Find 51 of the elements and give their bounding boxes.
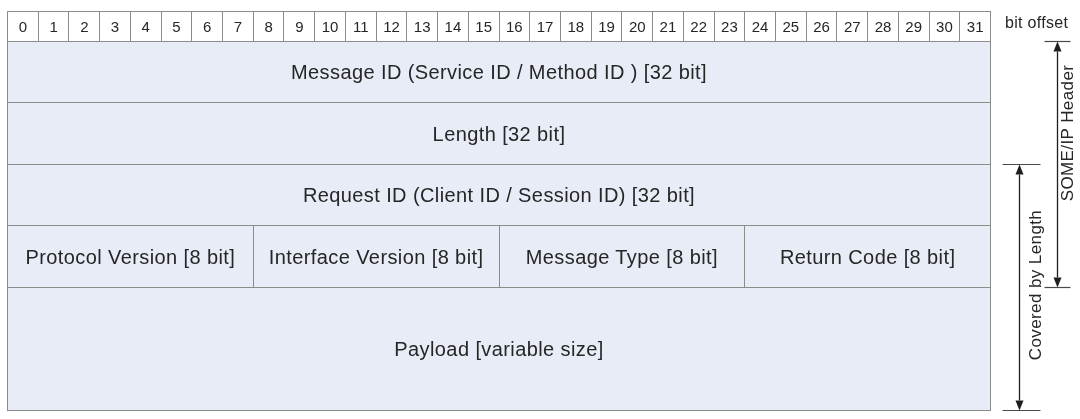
bit-number: 10 [315, 12, 345, 41]
field-name: Interface Version [8 bit] [268, 244, 484, 269]
field-name: Message Type [8 bit] [525, 244, 718, 269]
dimension-label: SOME/IP Header [1058, 64, 1076, 202]
bit-number: 5 [161, 12, 192, 41]
field-name: Payload [variable size] [394, 337, 604, 361]
bit-number: 13 [407, 12, 438, 41]
bit-number: 17 [530, 12, 560, 41]
bit-number: 25 [775, 12, 806, 41]
bit-number: 21 [653, 12, 683, 41]
bit-number: 24 [745, 12, 775, 41]
bit-number: 15 [468, 12, 499, 41]
bit-number: 26 [806, 12, 837, 41]
bit-number: 14 [438, 12, 468, 41]
dimension-label: Covered by Length [1026, 209, 1044, 361]
bit-number: 31 [960, 12, 990, 41]
field-name: Message ID (Service ID / Method ID ) [32 bit] [291, 60, 707, 84]
bit-number: 28 [868, 12, 898, 41]
header-field [499, 226, 745, 287]
bit-number: 27 [837, 12, 868, 41]
field-name: Request ID (Client ID / Session ID) [32 bit] [302, 183, 696, 207]
bit-number: 20 [622, 12, 653, 41]
header-field [8, 42, 990, 102]
bit-number: 19 [591, 12, 622, 41]
bit-number: 18 [560, 12, 591, 41]
bit-number: 3 [100, 12, 130, 41]
bit-number: 23 [714, 12, 745, 41]
bit-number: 22 [683, 12, 714, 41]
header-field [8, 165, 990, 225]
bit-number: 8 [253, 12, 284, 41]
header-field [253, 226, 499, 287]
bit-number: 6 [192, 12, 223, 41]
bit-number: 30 [929, 12, 960, 41]
field-name: Length [32 bit] [432, 121, 566, 146]
field-name: Return Code [8 bit] [779, 244, 956, 269]
bit-number: 0 [8, 12, 38, 41]
bit-number: 16 [499, 12, 530, 41]
header-field [745, 226, 990, 287]
bit-number: 2 [69, 12, 100, 41]
bit-number: 9 [284, 12, 315, 41]
bit-number: 7 [223, 12, 253, 41]
axis-label: bit offset [1005, 15, 1069, 31]
payload-field [8, 288, 990, 410]
bit-number: 11 [345, 12, 376, 41]
header-field [8, 103, 990, 164]
header-field [8, 226, 253, 287]
bit-number: 1 [38, 12, 69, 41]
field-name: Protocol Version [8 bit] [25, 244, 236, 269]
bit-number: 4 [130, 12, 161, 41]
bit-number: 29 [898, 12, 929, 41]
bit-number: 12 [376, 12, 407, 41]
